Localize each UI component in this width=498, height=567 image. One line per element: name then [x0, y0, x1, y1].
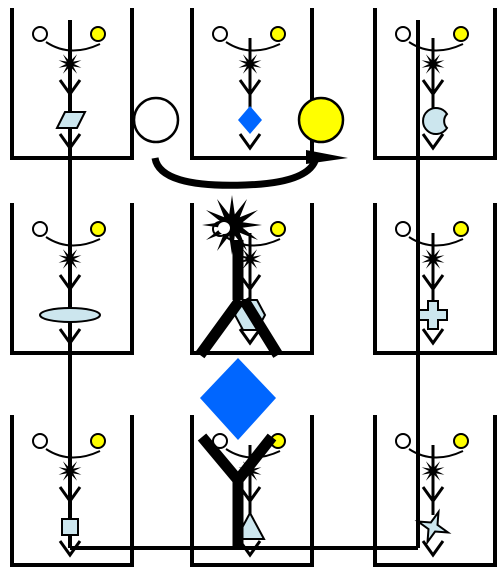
- connector-arrowhead-icon: [306, 150, 348, 164]
- large-blue-diamond-icon: [200, 358, 276, 440]
- cell-r2c3: [375, 203, 495, 353]
- star-icon: [418, 512, 448, 542]
- cell-frame: [375, 203, 495, 353]
- starburst-icon: [422, 459, 445, 483]
- cell-r1c2: [192, 8, 312, 158]
- swoosh-line: [46, 449, 100, 458]
- lower-receptor-icon: [240, 134, 260, 148]
- cell-frame: [375, 8, 495, 158]
- cell-frame: [192, 415, 312, 565]
- open-circle-icon: [396, 222, 410, 236]
- open-circle-icon: [33, 434, 47, 448]
- starburst-icon: [59, 459, 82, 483]
- yellow-circle-icon: [454, 27, 468, 41]
- open-circle-icon: [33, 27, 47, 41]
- yellow-circle-icon: [91, 434, 105, 448]
- starburst-icon: [59, 52, 82, 76]
- cross-icon: [419, 301, 447, 329]
- cell-r3c3: [375, 415, 495, 565]
- large-yellow-circle-icon: [299, 98, 343, 142]
- lower-receptor-icon: [423, 134, 443, 148]
- lower-receptor-icon: [423, 329, 443, 343]
- diamond-icon: [238, 106, 262, 134]
- open-circle-icon: [33, 222, 47, 236]
- cell-r1c3: [375, 8, 495, 158]
- starburst-icon: [59, 247, 82, 271]
- parallelogram-icon: [57, 112, 85, 128]
- crescent-icon: [423, 108, 447, 134]
- cell-r3c2: [192, 415, 312, 565]
- cell-frame: [375, 415, 495, 565]
- open-circle-icon: [396, 27, 410, 41]
- yellow-circle-icon: [454, 434, 468, 448]
- yellow-circle-icon: [271, 27, 285, 41]
- yellow-circle-icon: [91, 27, 105, 41]
- square-icon: [62, 519, 78, 535]
- large-antibody-upper-icon: [200, 240, 278, 355]
- lower-receptor-icon: [423, 541, 443, 555]
- swoosh-line: [226, 42, 280, 51]
- yellow-circle-icon: [271, 222, 285, 236]
- burst-highlight: [218, 222, 230, 234]
- swoosh-line: [46, 237, 100, 246]
- cell-frame: [192, 8, 312, 158]
- yellow-circle-icon: [454, 222, 468, 236]
- open-circle-icon: [396, 434, 410, 448]
- starburst-icon: [422, 247, 445, 271]
- yellow-circle-icon: [91, 222, 105, 236]
- starburst-icon: [422, 52, 445, 76]
- large-open-circle-icon: [134, 98, 178, 142]
- starburst-icon: [239, 52, 262, 76]
- u-connector-arrow-icon: [155, 158, 316, 185]
- swoosh-line: [46, 42, 100, 51]
- open-circle-icon: [213, 27, 227, 41]
- ellipse-icon: [40, 308, 100, 322]
